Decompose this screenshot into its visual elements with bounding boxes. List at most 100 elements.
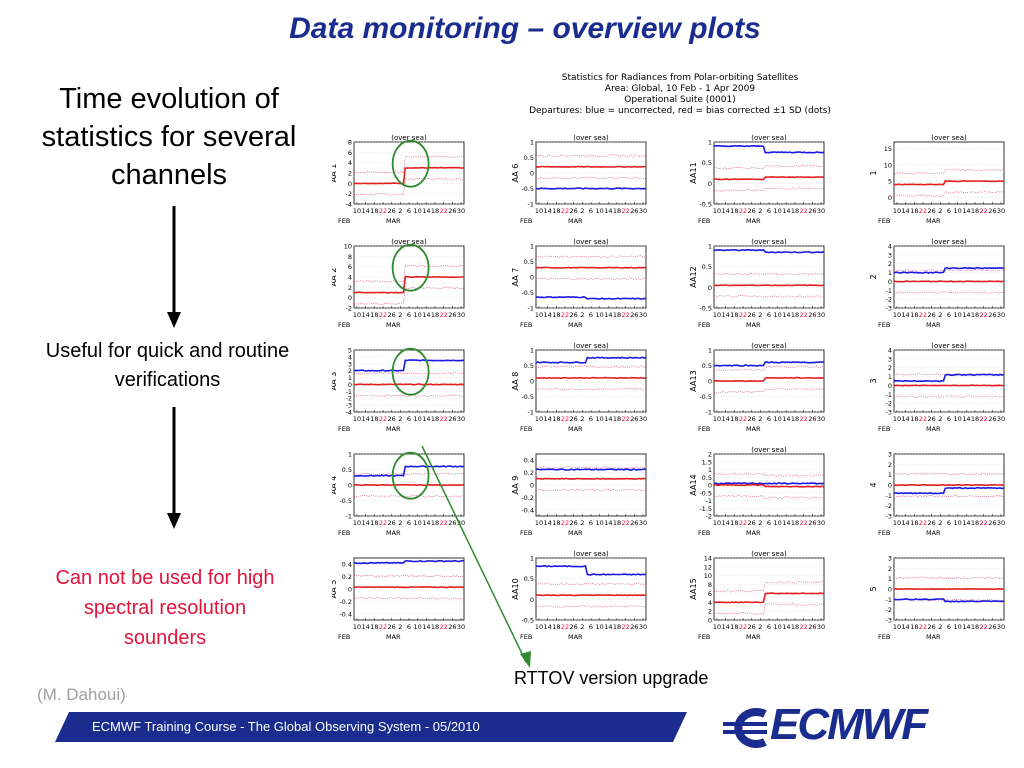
x-tick-label: 6 [589, 311, 593, 319]
x-tick-label: 6 [407, 519, 411, 527]
month-label: FEB [878, 529, 890, 537]
y-tick-label: -2 [886, 502, 892, 510]
x-tick-label: 10 [774, 311, 782, 319]
x-tick-label: 18 [613, 415, 621, 423]
x-tick-label: 30 [639, 207, 647, 215]
y-tick-label: 0.5 [524, 154, 534, 162]
y-tick-label: -1 [706, 409, 712, 417]
month-label: FEB [698, 633, 710, 641]
x-tick-label: 26 [988, 311, 996, 319]
y-tick-label: 8 [708, 581, 712, 589]
useful-text: Useful for quick and routine verificatio… [5, 337, 330, 395]
y-axis-label: AA 9 [511, 476, 520, 495]
x-tick-label: 26 [388, 519, 396, 527]
corrected-series [536, 477, 647, 480]
x-tick-label: 26 [808, 415, 816, 423]
x-tick-label: 14 [362, 623, 370, 631]
y-tick-label: -2 [886, 606, 892, 614]
x-tick-label: 14 [902, 623, 910, 631]
y-tick-label: 0 [530, 378, 534, 386]
x-tick-label: 10 [774, 207, 782, 215]
y-tick-label: 14 [704, 555, 712, 563]
y-tick-label: -4 [346, 409, 352, 417]
plot-frame [893, 245, 1005, 309]
x-tick-label: 26 [630, 415, 638, 423]
x-tick-label: 18 [971, 207, 979, 215]
sd-lower-series [893, 291, 1005, 294]
y-axis-label: AA 8 [511, 372, 520, 391]
x-tick-label: 10 [414, 519, 422, 527]
x-tick-label: 22 [980, 311, 988, 319]
sd-lower-series [535, 387, 647, 391]
x-tick-label: 26 [988, 207, 996, 215]
x-tick-label: 14 [544, 519, 552, 527]
month-label: MAR [926, 529, 941, 537]
x-tick-label: 2 [938, 519, 942, 527]
uncorrected-series [535, 564, 647, 576]
month-label: FEB [520, 321, 532, 329]
sd-lower-series [713, 494, 825, 499]
y-tick-label: -3 [886, 409, 892, 417]
y-tick-label: 1 [708, 243, 712, 251]
month-label: MAR [568, 633, 583, 641]
x-tick-label: 18 [910, 415, 918, 423]
x-tick-label: 22 [379, 623, 387, 631]
y-tick-label: 4 [888, 347, 892, 355]
x-tick-label: 22 [919, 207, 927, 215]
y-tick-label: -0.2 [521, 494, 534, 502]
ecmwf-logo-text: ECMWF [770, 700, 928, 749]
x-tick-label: 10 [414, 207, 422, 215]
x-tick-label: 14 [962, 311, 970, 319]
useful-line: Useful for quick and routine [45, 340, 290, 362]
uncorrected-series [353, 359, 465, 372]
highlight-circle [391, 243, 430, 292]
y-tick-label: 3 [888, 555, 892, 563]
sd-lower-series [893, 395, 1005, 398]
y-tick-label: -0.5 [521, 185, 534, 193]
x-tick-label: 30 [997, 415, 1005, 423]
y-axis-label: 1 [869, 170, 878, 175]
x-tick-label: 10 [535, 623, 543, 631]
y-tick-label: 0.5 [702, 263, 712, 271]
sd-upper-series [894, 269, 1005, 272]
corrected-series [535, 376, 647, 380]
y-tick-label: 0 [708, 482, 712, 490]
y-tick-label: -1 [886, 596, 892, 604]
y-tick-label: 2 [348, 367, 352, 375]
x-tick-label: 6 [589, 207, 593, 215]
month-label: FEB [878, 321, 890, 329]
x-tick-label: 22 [980, 623, 988, 631]
x-tick-label: 22 [440, 519, 448, 527]
x-tick-label: 22 [919, 519, 927, 527]
x-tick-label: 10 [353, 623, 361, 631]
x-tick-label: 18 [910, 311, 918, 319]
sd-upper-series [713, 164, 825, 170]
y-tick-label: 0.5 [524, 575, 534, 583]
month-label: MAR [926, 425, 941, 433]
sd-lower-series [536, 176, 647, 180]
uncorrected-series [354, 465, 465, 477]
month-label: FEB [698, 529, 710, 537]
x-tick-label: 30 [817, 311, 825, 319]
time-evolution-text: Time evolution of statistics for several… [10, 80, 328, 194]
y-tick-label: -2 [886, 400, 892, 408]
x-tick-label: 2 [758, 311, 762, 319]
sd-lower-series [354, 494, 465, 498]
uncorrected-series [713, 482, 825, 485]
x-tick-label: 10 [774, 519, 782, 527]
x-tick-label: 30 [639, 519, 647, 527]
y-tick-label: 10 [344, 243, 352, 251]
x-tick-label: 14 [604, 415, 612, 423]
y-tick-label: 0.5 [702, 362, 712, 370]
figure-header-line: Departures: blue = uncorrected, red = bi… [529, 106, 831, 116]
time-evolution-line: Time evolution of [59, 83, 279, 115]
x-tick-label: 10 [414, 623, 422, 631]
y-tick-label: 6 [348, 149, 352, 157]
y-tick-label: 12 [704, 563, 712, 571]
y-tick-label: 5 [888, 178, 892, 186]
x-tick-label: 22 [919, 623, 927, 631]
x-tick-label: 14 [604, 519, 612, 527]
x-tick-label: 6 [589, 415, 593, 423]
uncorrected-series [713, 248, 825, 254]
x-tick-label: 14 [782, 415, 790, 423]
